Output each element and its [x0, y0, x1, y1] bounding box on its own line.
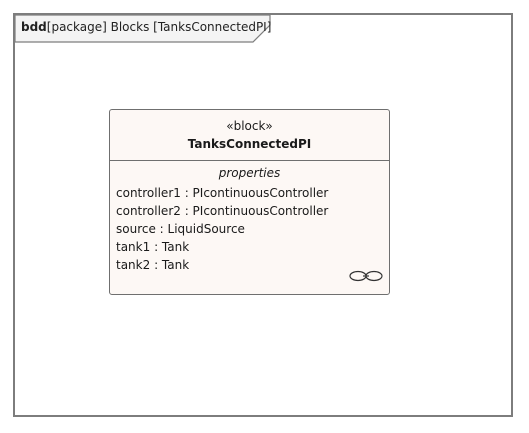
chain-link-icon	[349, 270, 383, 282]
property-item: tank2 : Tank	[116, 258, 190, 272]
diagram-header-text: [package] Blocks [TanksConnectedPI]	[46, 20, 272, 34]
block-stereotype: «block»	[226, 119, 273, 133]
frame-header-tab: bdd[package] Blocks [TanksConnectedPI]	[15, 15, 271, 43]
property-item: source : LiquidSource	[116, 222, 245, 236]
properties-list: controller1 : PIcontinuousController con…	[116, 184, 328, 274]
diagram-kind: bdd	[21, 20, 47, 34]
property-item: tank1 : Tank	[116, 240, 190, 254]
frame-tab-shape	[15, 15, 271, 43]
property-item: controller1 : PIcontinuousController	[116, 186, 329, 200]
diagram-frame: bdd[package] Blocks [TanksConnectedPI]	[13, 13, 513, 417]
frame-header-label: bdd[package] Blocks [TanksConnectedPI]	[21, 20, 271, 34]
block-name: TanksConnectedPI	[187, 137, 312, 151]
properties-compartment-title: properties	[218, 166, 281, 180]
property-item: controller2 : PIcontinuousController	[116, 204, 329, 218]
block-tanks-connected-pi[interactable]: «block» TanksConnectedPI properties cont…	[109, 109, 390, 295]
block-header: «block» TanksConnectedPI	[110, 110, 389, 161]
